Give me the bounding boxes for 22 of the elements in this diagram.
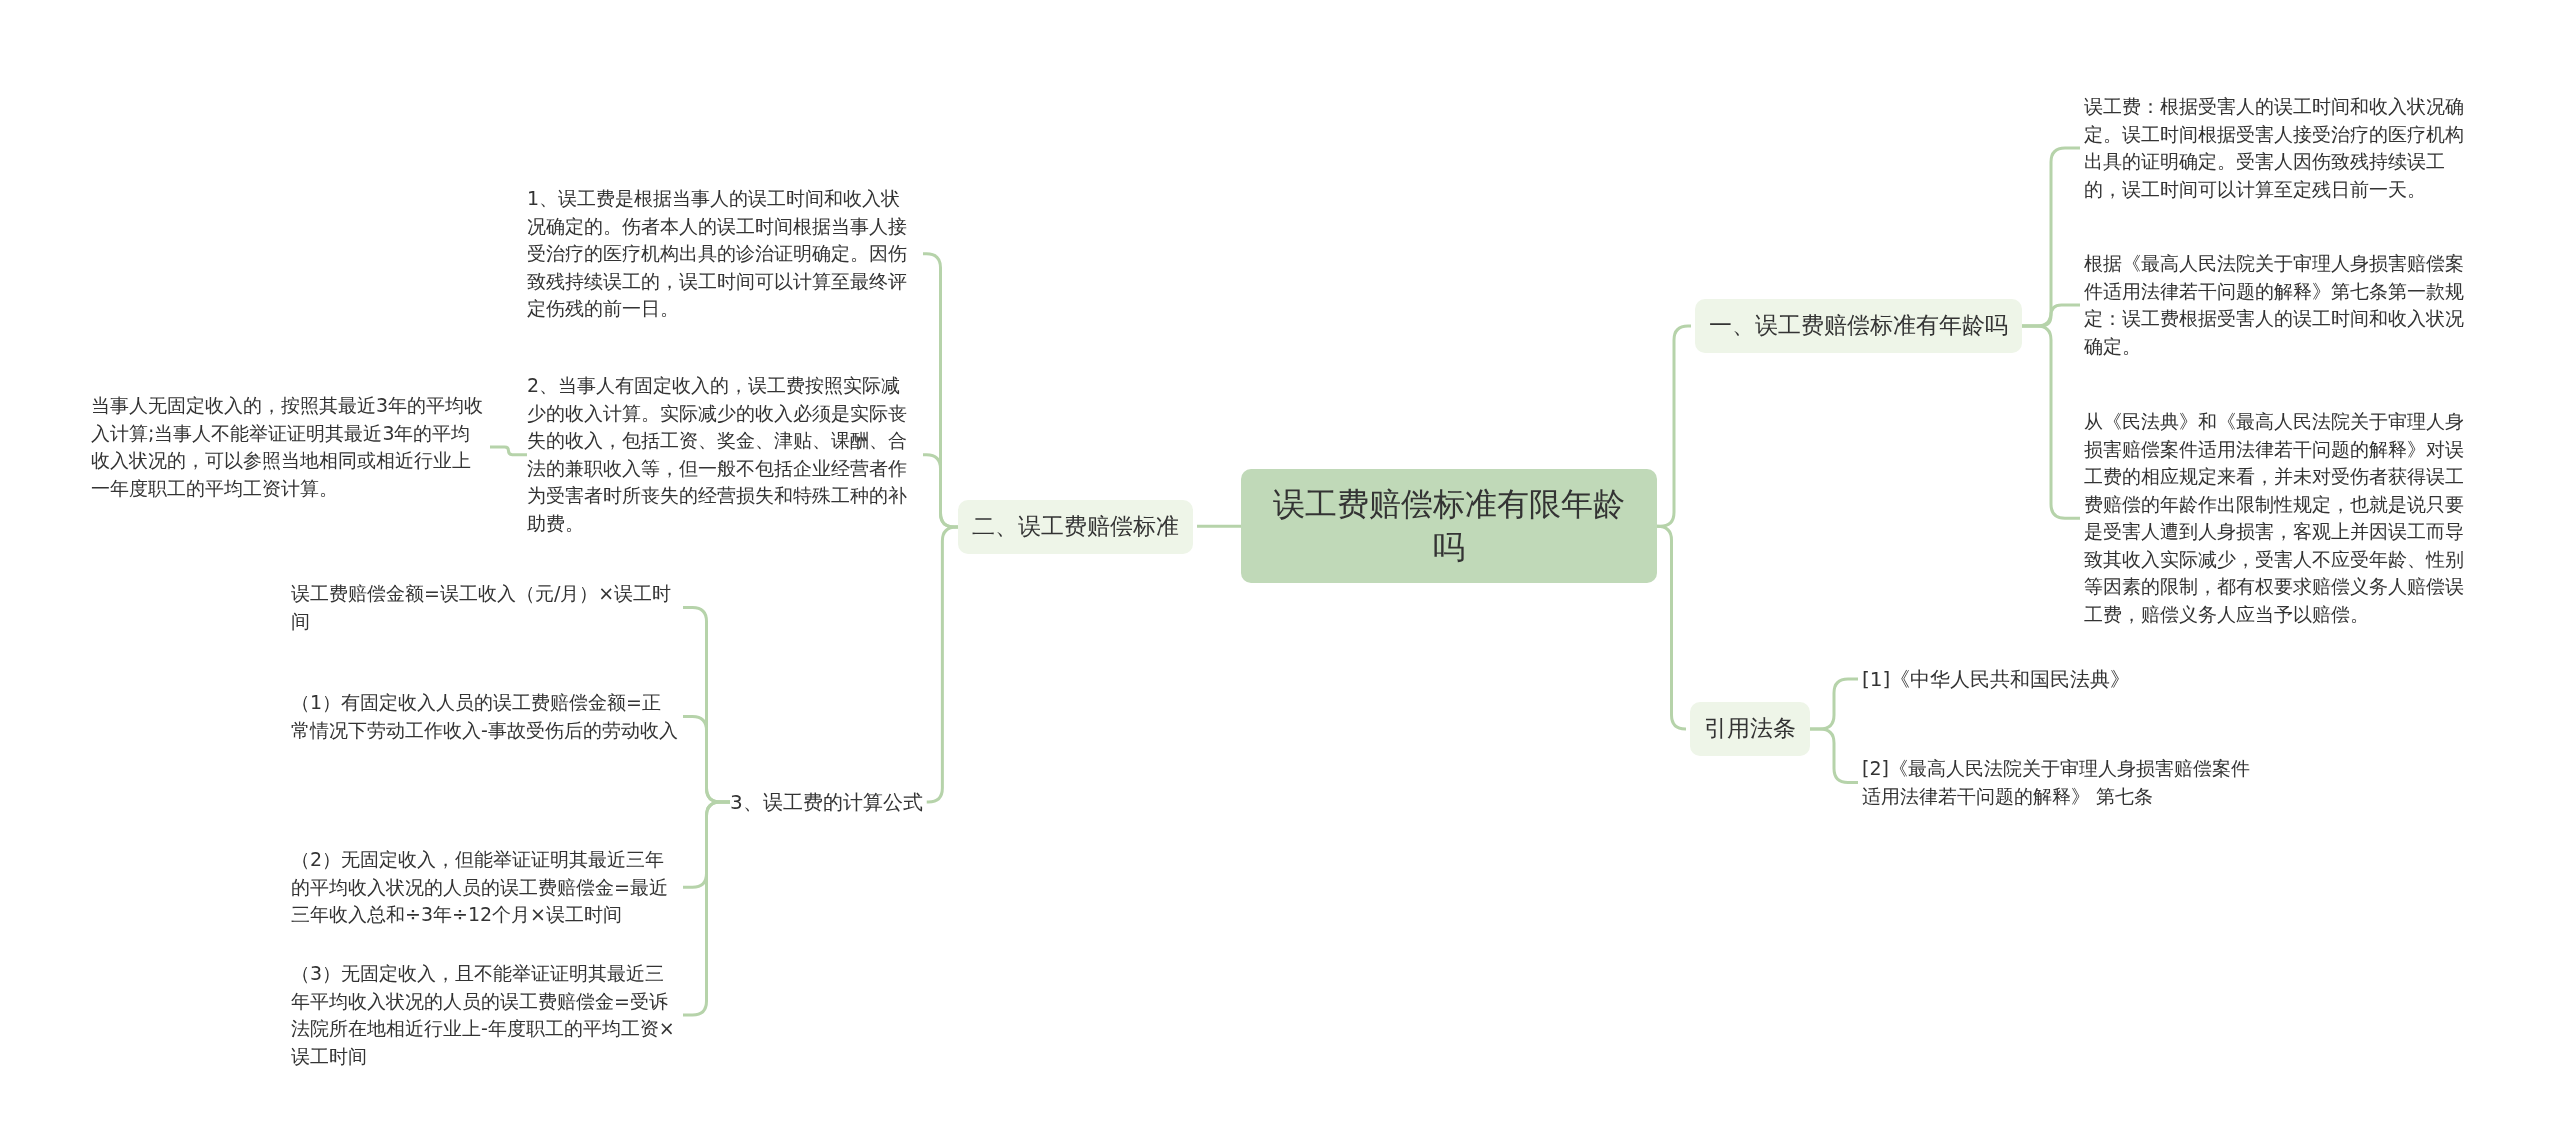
connector-line [923,453,958,529]
subtopic-text: 3、误工费的计算公式 [730,789,923,815]
note-text: （2）无固定收入，但能举证证明其最近三年的平均收入状况的人员的误工费赔偿金=最近三年收入总和÷3年÷12个月×误工时间 [291,846,679,929]
note-text: 误工费赔偿金额=误工收入（元/月）×误工时间 [291,580,679,636]
reference-text: [2]《最高人民法院关于审理人身损害赔偿案件适用法律若干问题的解释》 第七条 [1862,755,2254,811]
note-text: 2、当事人有固定收入的，误工费按照实际减少的收入计算。实际减少的收入必须是实际丧失的收入，包括工资、奖金、津贴、课酬、合法的兼职收入等，但一般不包括企业经营者作为受害者时所丧失的经营损失和特殊工种的补助费。 [527,372,919,538]
connector-line [926,525,959,804]
note-text: 根据《最高人民法院关于审理人身损害赔偿案件适用法律若干问题的解释》第七条第一款规定：误工费根据受害人的误工时间和收入状况确定。 [2084,250,2478,361]
connector-line [1197,524,1241,528]
note-text: （3）无固定收入，且不能举证证明其最近三年平均收入状况的人员的误工费赔偿金=受诉法院所在地相近行业上-年度职工的平均工资×误工时间 [291,960,679,1071]
note-text: 当事人无固定收入的，按照其最近3年的平均收入计算;当事人不能举证证明其最近3年的平均收入状况的，可以参照当地相同或相近行业上一年度职工的平均工资计算。 [91,392,486,503]
central-topic-box: 误工费赔偿标准有限年龄吗 [1241,469,1657,584]
note-text: 误工费：根据受害人的误工时间和收入状况确定。误工时间根据受害人接受治疗的医疗机构出具的证明确定。受害人因伤致残持续误工的，误工时间可以计算至定残日前一天。 [2084,93,2478,204]
note-text: 从《民法典》和《最高人民法院关于审理人身损害赔偿案件适用法律若干问题的解释》对误工费的相应规定来看，并未对受伤者获得误工费赔偿的年龄作出限制性规定，也就是说只要是受害人遭到人身损害，客观上并因误工而导致其收入实际减少，受害人不应受年龄、性别等因素的限制，都有权要求赔偿义务人赔偿误工费，赔偿义务人应当予以赔偿。 [2084,408,2478,629]
connector-line [490,445,527,457]
note-text: （1）有固定收入人员的误工费赔偿金额=正常情况下劳动工作收入-事故受伤后的劳动收入 [291,689,679,745]
reference-text: [1]《中华人民共和国民法典》 [1862,666,2131,692]
topic-box: 二、误工费赔偿标准 [958,500,1193,554]
note-text: 1、误工费是根据当事人的误工时间和收入状况确定的。伤者本人的误工时间根据当事人接受治疗的医疗机构出具的诊治证明确定。因伤致残持续误工的，误工时间可以计算至最终评定伤残的前一日。 [527,185,919,323]
topic-box: 引用法条 [1690,702,1810,756]
topic-box: 一、误工费赔偿标准有年龄吗 [1695,299,2022,353]
connector-line [1656,524,1687,731]
